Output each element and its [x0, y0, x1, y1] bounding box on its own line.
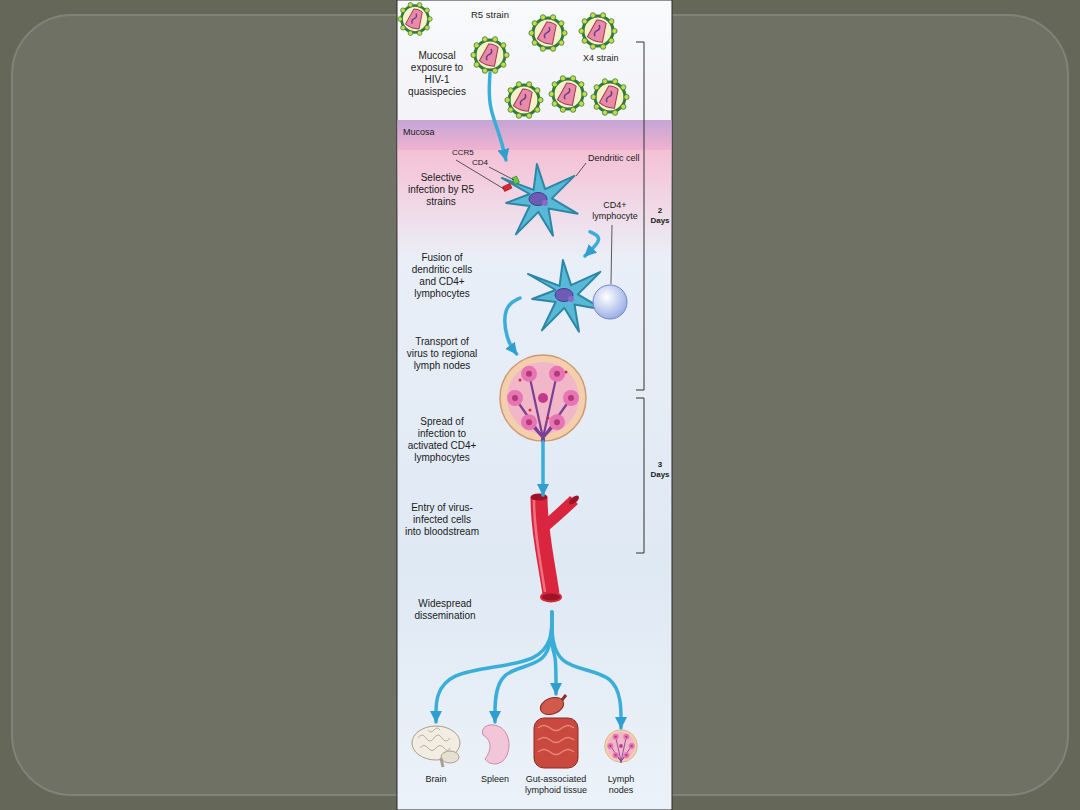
organ-label: Lymph nodes	[598, 774, 644, 796]
gut-figure	[534, 694, 578, 768]
strain-label: R5 strain	[460, 9, 520, 20]
blood-vessel-figure	[539, 497, 551, 594]
flow-arrow	[489, 73, 506, 160]
spleen-organ: Spleen	[478, 722, 512, 768]
brain-figure	[441, 758, 443, 767]
blood-vessel-figure	[541, 500, 574, 530]
lymph-node-figure	[500, 355, 586, 442]
blood-vessel-figure	[531, 494, 548, 501]
lymph-node-figure	[547, 417, 550, 420]
blood-vessel-figure	[541, 593, 561, 602]
virus-particles	[398, 3, 432, 36]
leader-lines	[489, 167, 514, 180]
flow-arrow	[552, 612, 621, 728]
virus-particles	[549, 76, 587, 113]
lymph-node-small-figure	[605, 730, 638, 763]
lymph-node-figure	[519, 379, 522, 382]
brain-figure	[418, 728, 450, 751]
flow-arrow	[541, 442, 545, 495]
dendritic-cell-figure	[503, 183, 512, 191]
gut-organ: Gut-associated lymphoid tissue	[530, 694, 582, 770]
step-label: Widespread dissemination	[405, 598, 485, 622]
virus-particles	[591, 79, 629, 116]
lymph-node-figure	[565, 371, 568, 374]
blood-vessel: Entry of virus-infected cells into blood…	[520, 495, 585, 612]
leader-lines	[576, 163, 586, 176]
time-label: 3 Days	[648, 460, 672, 479]
lymph-node-figure	[500, 355, 586, 442]
strain-label: X4 strain	[583, 53, 633, 64]
brain-figure	[441, 751, 459, 763]
fusion-figure	[528, 260, 604, 332]
leader-lines	[456, 160, 612, 284]
figure-panel	[398, 120, 672, 150]
lymph-node: Transport of virus to regional lymph nod…	[499, 354, 587, 442]
dendritic-cell-figure	[502, 164, 578, 236]
flow-arrow	[495, 612, 552, 722]
time-label: 2 Days	[648, 206, 672, 225]
step-label: Spread of infection to activated CD4+ ly…	[405, 416, 479, 464]
receptor-label: CD4	[472, 158, 494, 168]
virus-particles	[579, 13, 617, 50]
blood-vessel-figure	[531, 494, 581, 602]
leader-lines	[611, 225, 612, 284]
figure-panel	[397, 0, 672, 810]
step-label: Transport of virus to regional lymph nod…	[405, 336, 479, 372]
virus-particles	[471, 37, 509, 74]
fusion-figure	[528, 260, 627, 332]
organ-label: Spleen	[470, 774, 520, 785]
gut-figure	[538, 726, 574, 755]
flow-arrow	[436, 612, 552, 722]
time-bracket	[636, 42, 644, 553]
virus-particle: R5 strain	[472, 37, 508, 73]
lymph-node-figure	[529, 409, 532, 412]
figure-panel	[397, 0, 672, 810]
receptor-label: CCR5	[452, 148, 480, 158]
brain-figure	[412, 726, 460, 767]
virus-particles	[529, 15, 567, 52]
blood-vessel-figure	[534, 500, 545, 592]
lymph-node-small-figure	[605, 730, 638, 763]
flow-arrow	[585, 232, 599, 256]
step-label: Selective infection by R5 strains	[406, 172, 476, 208]
step-label: Entry of virus-infected cells into blood…	[405, 502, 479, 538]
step-label: Mucosal exposure to HIV-1 quasispecies	[406, 50, 468, 98]
gut-figure	[562, 695, 566, 700]
dendritic-cell-figure	[512, 176, 519, 184]
cell-fusion: CD4+ lymphocyteFusion of dendritic cells…	[520, 256, 632, 340]
cell-label: Dendritic cell	[588, 153, 644, 164]
dendritic-cell: Dendritic cellSelective infection by R5 …	[490, 160, 590, 238]
spleen-figure	[482, 725, 509, 764]
layer-label: Mucosa	[403, 127, 448, 138]
figure-panel	[398, 150, 672, 260]
fusion-figure	[593, 285, 627, 319]
gut-figure	[534, 718, 578, 768]
organ-label: Brain	[411, 774, 461, 785]
virus-particles	[505, 82, 543, 119]
brain-organ: Brain	[410, 722, 462, 768]
lymph-node-organ: Lymph nodes	[604, 728, 638, 764]
spleen-figure	[482, 725, 509, 764]
gut-figure	[538, 694, 566, 717]
step-label: Fusion of dendritic cells and CD4+ lymph…	[406, 252, 478, 300]
time-bracket	[636, 398, 644, 553]
organ-label: Gut-associated lymphoid tissue	[520, 774, 592, 796]
dendritic-cell-figure	[502, 164, 578, 236]
flow-arrow	[505, 298, 520, 354]
cell-label: CD4+ lymphocyte	[590, 200, 640, 222]
blood-vessel-figure	[567, 494, 580, 506]
